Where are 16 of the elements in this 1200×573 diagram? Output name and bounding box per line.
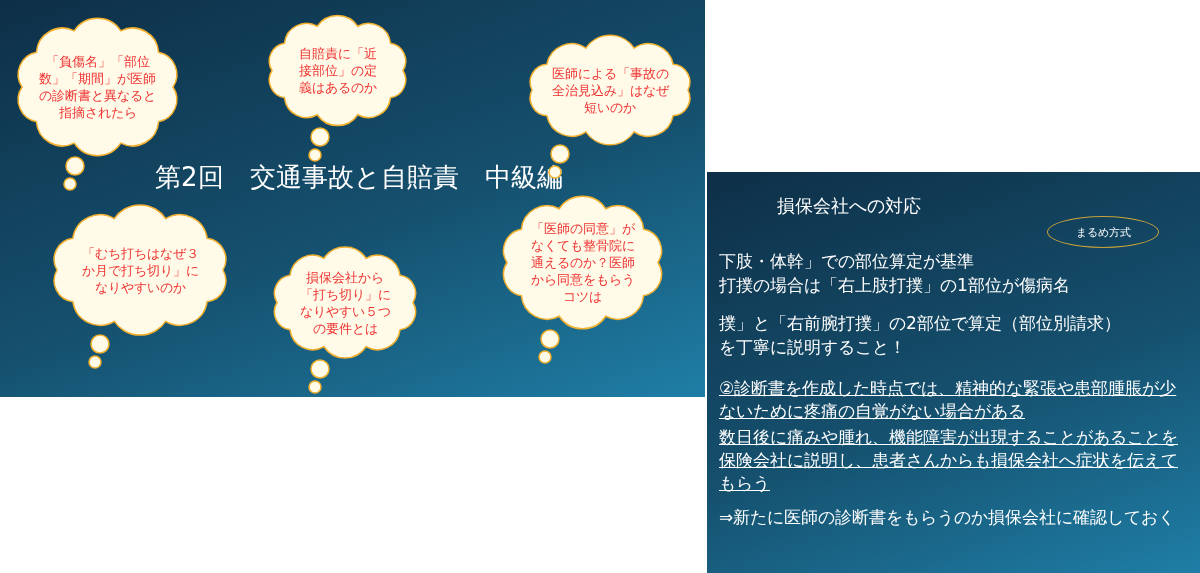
bullet-text: 撲」と「右前腕打撲」の2部位で算定（部位別請求）	[719, 312, 1121, 335]
bubble-text: 医師による「事故の全治見込み」はなぜ短いのか	[550, 64, 671, 116]
bullet-text: 打撲の場合は「右上肢打撲」の1部位が傷病名	[719, 274, 1070, 297]
bubble-text: 「負傷名」「部位数」「期間」が医師の診断書と異なると指摘されたら	[39, 53, 156, 121]
slide-panel	[707, 172, 1200, 573]
bubble-text: 「むち打ちはなぜ３か月で打ち切り」になりやすいのか	[80, 244, 200, 296]
bullet-text: を丁寧に説明すること！	[719, 336, 906, 359]
bullet-text: ⇒新たに医師の診断書をもらうのか損保会社に確認しておく	[719, 506, 1177, 529]
slide-title: 損保会社への対応	[777, 194, 921, 218]
bullet-text: 数日後に痛みや腫れ、機能障害が出現することがあることを保険会社に説明し、患者さんからも損保会社へ症状を伝えてもらう	[719, 426, 1179, 495]
slide-panel	[0, 0, 705, 397]
bubble-text: 損保会社から「打ち切り」になりやすい５つの要件とは	[298, 268, 392, 337]
bubble-text: 自賠責に「近接部位」の定義はあるのか	[297, 45, 378, 96]
bullet-text: ②診断書を作成した時点では、精神的な緊張や患部腫脹が少ないために疼痛の自覚がない場合がある	[719, 377, 1178, 423]
bubble-text: 「医師の同意」がなくても整骨院に通えるのか？医師から同意をもらうコツは	[529, 220, 636, 305]
bullet-text: 下肢・体幹」での部位算定が基準	[719, 250, 974, 273]
